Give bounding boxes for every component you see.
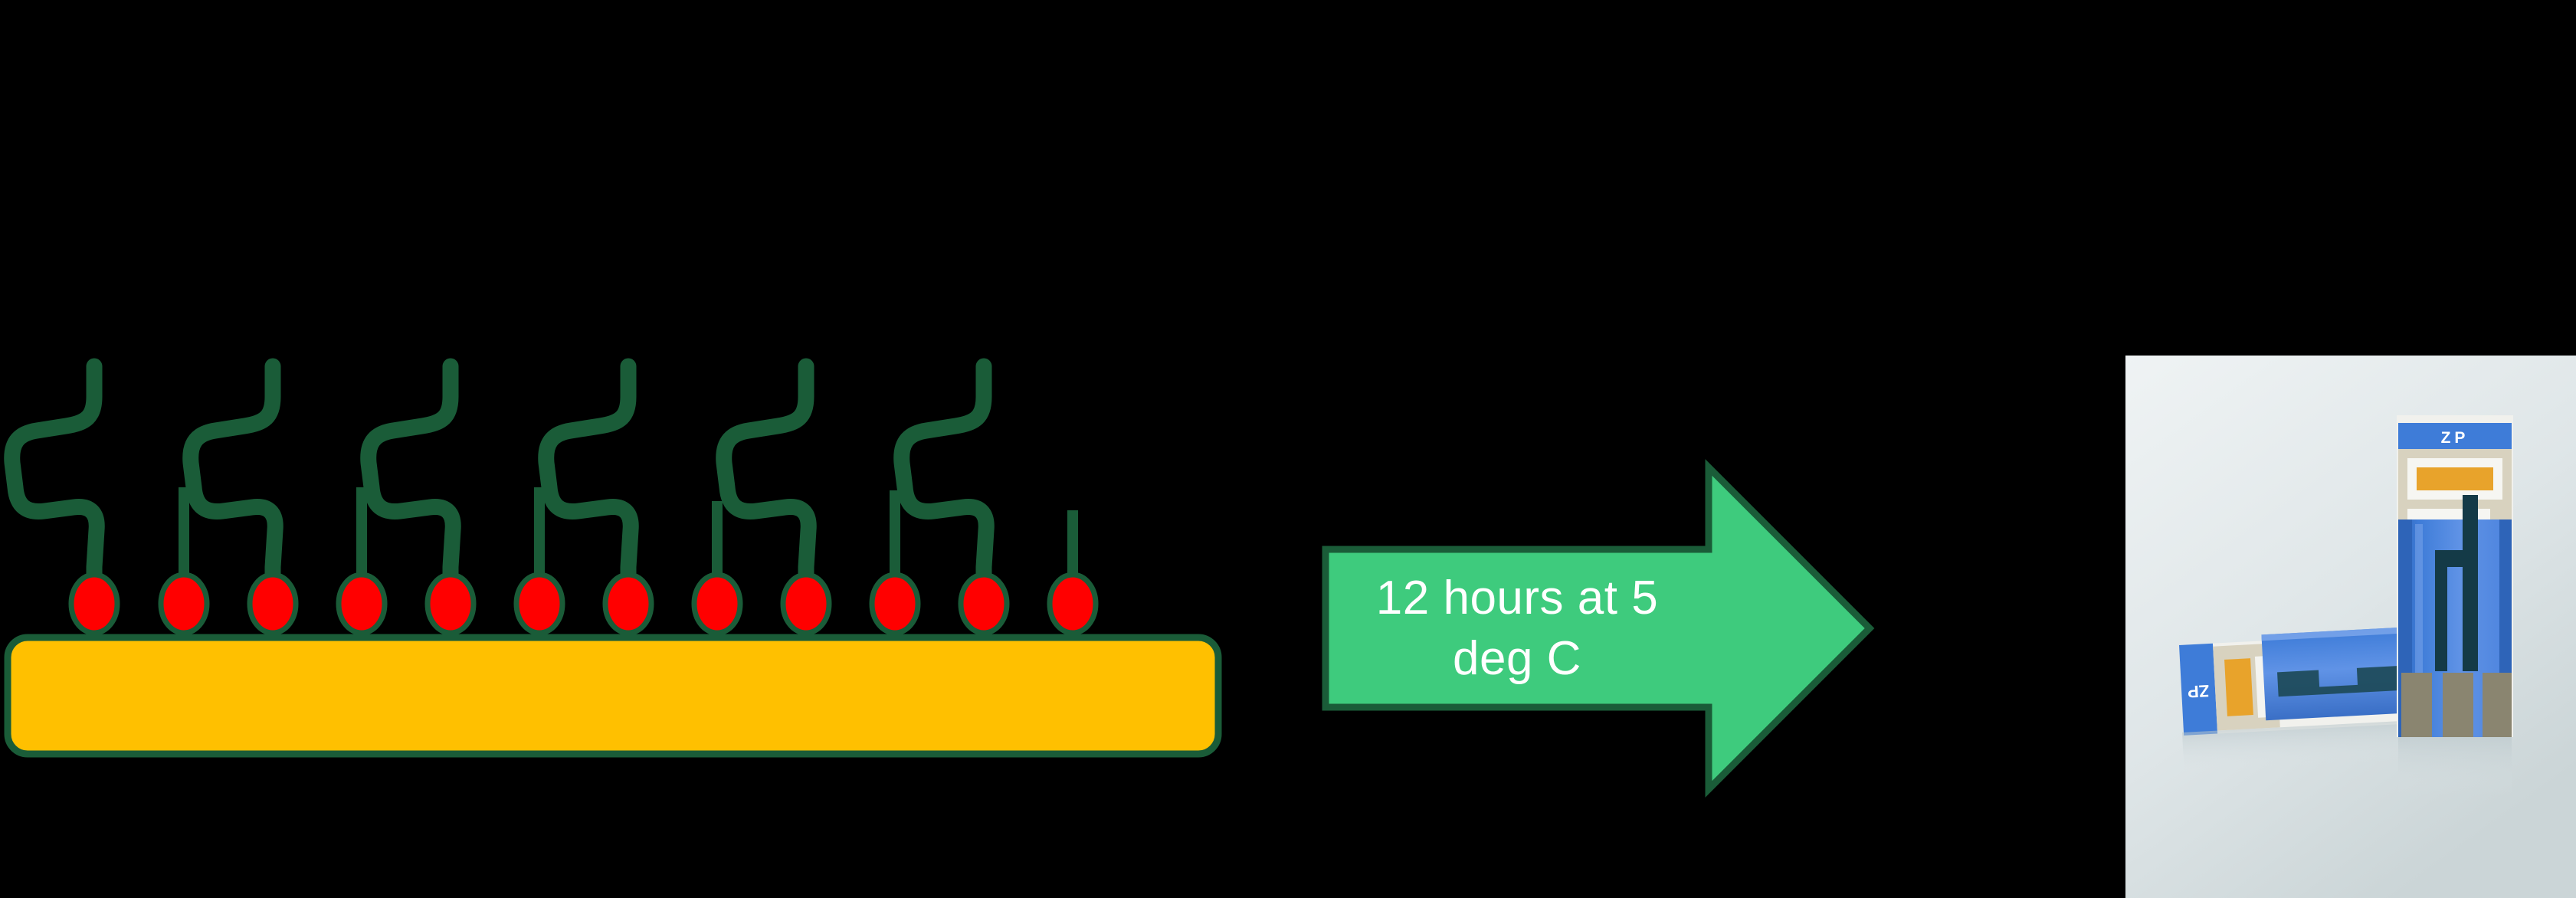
strip-electrode [2401, 673, 2432, 737]
thiol-head-group [602, 572, 654, 636]
long-chain [538, 358, 639, 598]
test-strip-standing: ZP [2397, 415, 2513, 795]
thiol-head-group [513, 572, 565, 636]
strip-contact-pad [2224, 658, 2253, 716]
thiol-head-group [780, 572, 832, 636]
strip-blue-region [2261, 627, 2414, 721]
strip-contact-pad [2417, 467, 2493, 490]
gold-substrate [4, 634, 1222, 758]
thiol-head-group [68, 572, 120, 636]
strip-carbon-trace [2277, 665, 2404, 697]
strip-electrode [2443, 673, 2473, 737]
strip-standing-reflection [2398, 737, 2512, 795]
thiol-head-group [958, 572, 1010, 636]
strip-brand-label: ZP [2187, 681, 2209, 701]
long-chain [716, 358, 817, 598]
test-strip-lying: ZP [2178, 627, 2414, 772]
strip-trace-highlight [2415, 524, 2423, 732]
head-group-row [68, 572, 1099, 636]
strip-header-band [2178, 643, 2218, 736]
arrow-shape [1322, 459, 1875, 798]
long-chain [893, 358, 995, 598]
strip-carbon-trace [2435, 550, 2472, 671]
long-chain-group [4, 358, 995, 598]
process-arrow [1314, 456, 1881, 801]
thiol-head-group [336, 572, 388, 636]
strip-brand-label: ZP [2441, 429, 2469, 447]
strip-carbon-trace [2463, 495, 2478, 671]
thiol-head-group [1047, 572, 1099, 636]
strip-lying-reflection [2182, 720, 2411, 772]
strip-header-band [2398, 423, 2512, 449]
thiol-head-group [869, 572, 921, 636]
thiol-head-group [247, 572, 299, 636]
thiol-head-group [158, 572, 210, 636]
biosensor-test-strip-photo: ZP ZP [2125, 356, 2576, 898]
thiol-head-group [424, 572, 477, 636]
sam-schematic [0, 337, 1272, 782]
strip-electrode [2483, 673, 2512, 737]
long-chain [182, 358, 283, 598]
long-chain [4, 358, 105, 598]
strip-edge-highlight [2261, 627, 2409, 641]
thiol-head-group [691, 572, 743, 636]
long-chain [360, 358, 461, 598]
